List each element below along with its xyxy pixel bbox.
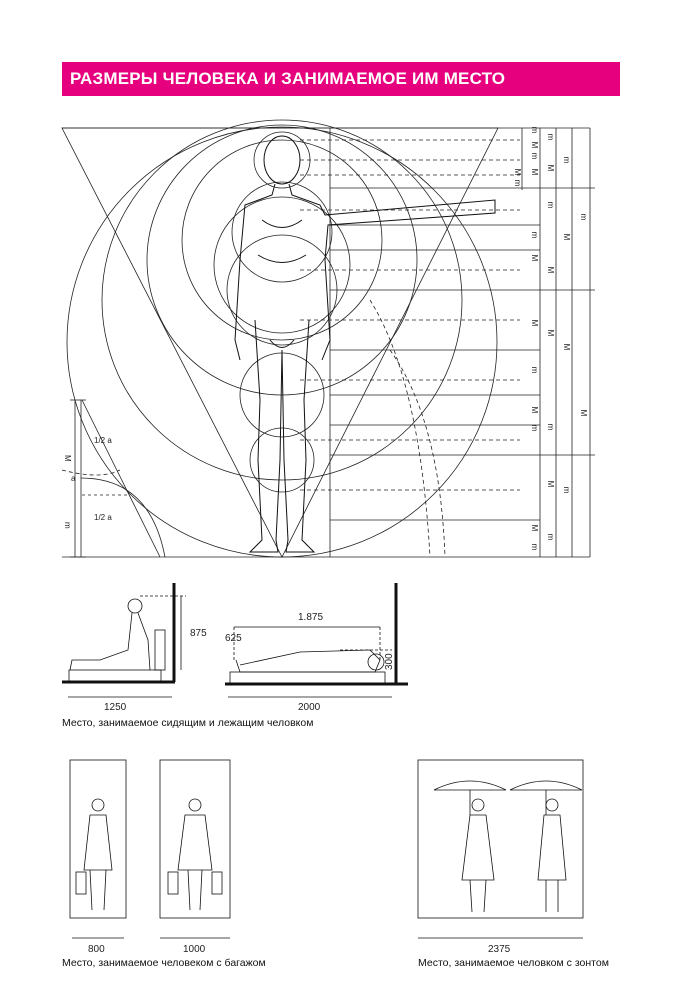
left-scale-label-a: a bbox=[71, 474, 76, 483]
scale-label: M bbox=[546, 481, 555, 488]
scale-label: m bbox=[579, 214, 588, 221]
scale-label: M bbox=[579, 410, 588, 417]
human-figure bbox=[234, 135, 496, 553]
luggage-width-1: 800 bbox=[88, 944, 105, 955]
scale-label: m bbox=[530, 425, 539, 432]
seated-height-label: 875 bbox=[190, 628, 207, 639]
umbrella-caption: Место, занимаемое человком с зонтом bbox=[418, 957, 609, 969]
scale-label: M bbox=[562, 234, 571, 241]
scale-label: m bbox=[562, 487, 571, 494]
scale-label: m bbox=[530, 127, 539, 134]
scale-label: M bbox=[546, 165, 555, 172]
seated-figure-drawing bbox=[62, 583, 186, 698]
scale-label: m bbox=[546, 202, 555, 209]
dashed-guides bbox=[61, 139, 520, 558]
scale-label: M bbox=[530, 407, 539, 414]
lying-width-label: 2000 bbox=[298, 702, 321, 713]
page-title: РАЗМЕРЫ ЧЕЛОВЕКА И ЗАНИМАЕМОЕ ИМ МЕСТО bbox=[62, 62, 620, 96]
scale-label: M bbox=[546, 267, 555, 274]
umbrella-figures bbox=[417, 759, 584, 939]
seated-lying-caption: Место, занимаемое сидящим и лежащим чело… bbox=[62, 717, 314, 729]
left-scale-label-M: M bbox=[63, 455, 72, 462]
scale-label: m bbox=[530, 232, 539, 239]
proportion-circles bbox=[66, 119, 498, 558]
scale-label: m bbox=[546, 534, 555, 541]
left-scale bbox=[70, 399, 166, 558]
half-a-top-label: 1/2 a bbox=[94, 436, 112, 445]
luggage-width-2: 1000 bbox=[183, 944, 206, 955]
scale-label: M bbox=[530, 525, 539, 532]
scale-label: m bbox=[513, 180, 522, 187]
scale-label: M bbox=[546, 330, 555, 337]
scale-label: m bbox=[546, 424, 555, 431]
grid-lines bbox=[62, 127, 595, 558]
scale-label: m bbox=[530, 544, 539, 551]
seated-width-label: 1250 bbox=[104, 702, 127, 713]
scale-label: m bbox=[546, 134, 555, 141]
lying-figure-drawing bbox=[225, 583, 408, 698]
half-a-bottom-label: 1/2 a bbox=[94, 513, 112, 522]
lying-raise-label: 625 bbox=[225, 633, 242, 644]
right-scale-brackets bbox=[521, 128, 591, 557]
scale-label: M bbox=[562, 344, 571, 351]
umbrella-width: 2375 bbox=[488, 944, 511, 955]
scale-label: m bbox=[562, 157, 571, 164]
luggage-caption: Место, занимаемое человеком с багажом bbox=[62, 957, 266, 969]
scale-label: M bbox=[513, 169, 522, 176]
luggage-figures bbox=[69, 759, 231, 939]
scale-label: m bbox=[530, 153, 539, 160]
scale-label: m bbox=[530, 367, 539, 374]
scale-label: M bbox=[530, 169, 539, 176]
scale-label: M bbox=[530, 142, 539, 149]
lying-head-label: 300 bbox=[384, 653, 395, 670]
scale-label: M bbox=[530, 255, 539, 262]
scale-label: M bbox=[530, 320, 539, 327]
lying-length-label: 1.875 bbox=[298, 612, 323, 623]
left-scale-label-m: m bbox=[63, 522, 72, 529]
